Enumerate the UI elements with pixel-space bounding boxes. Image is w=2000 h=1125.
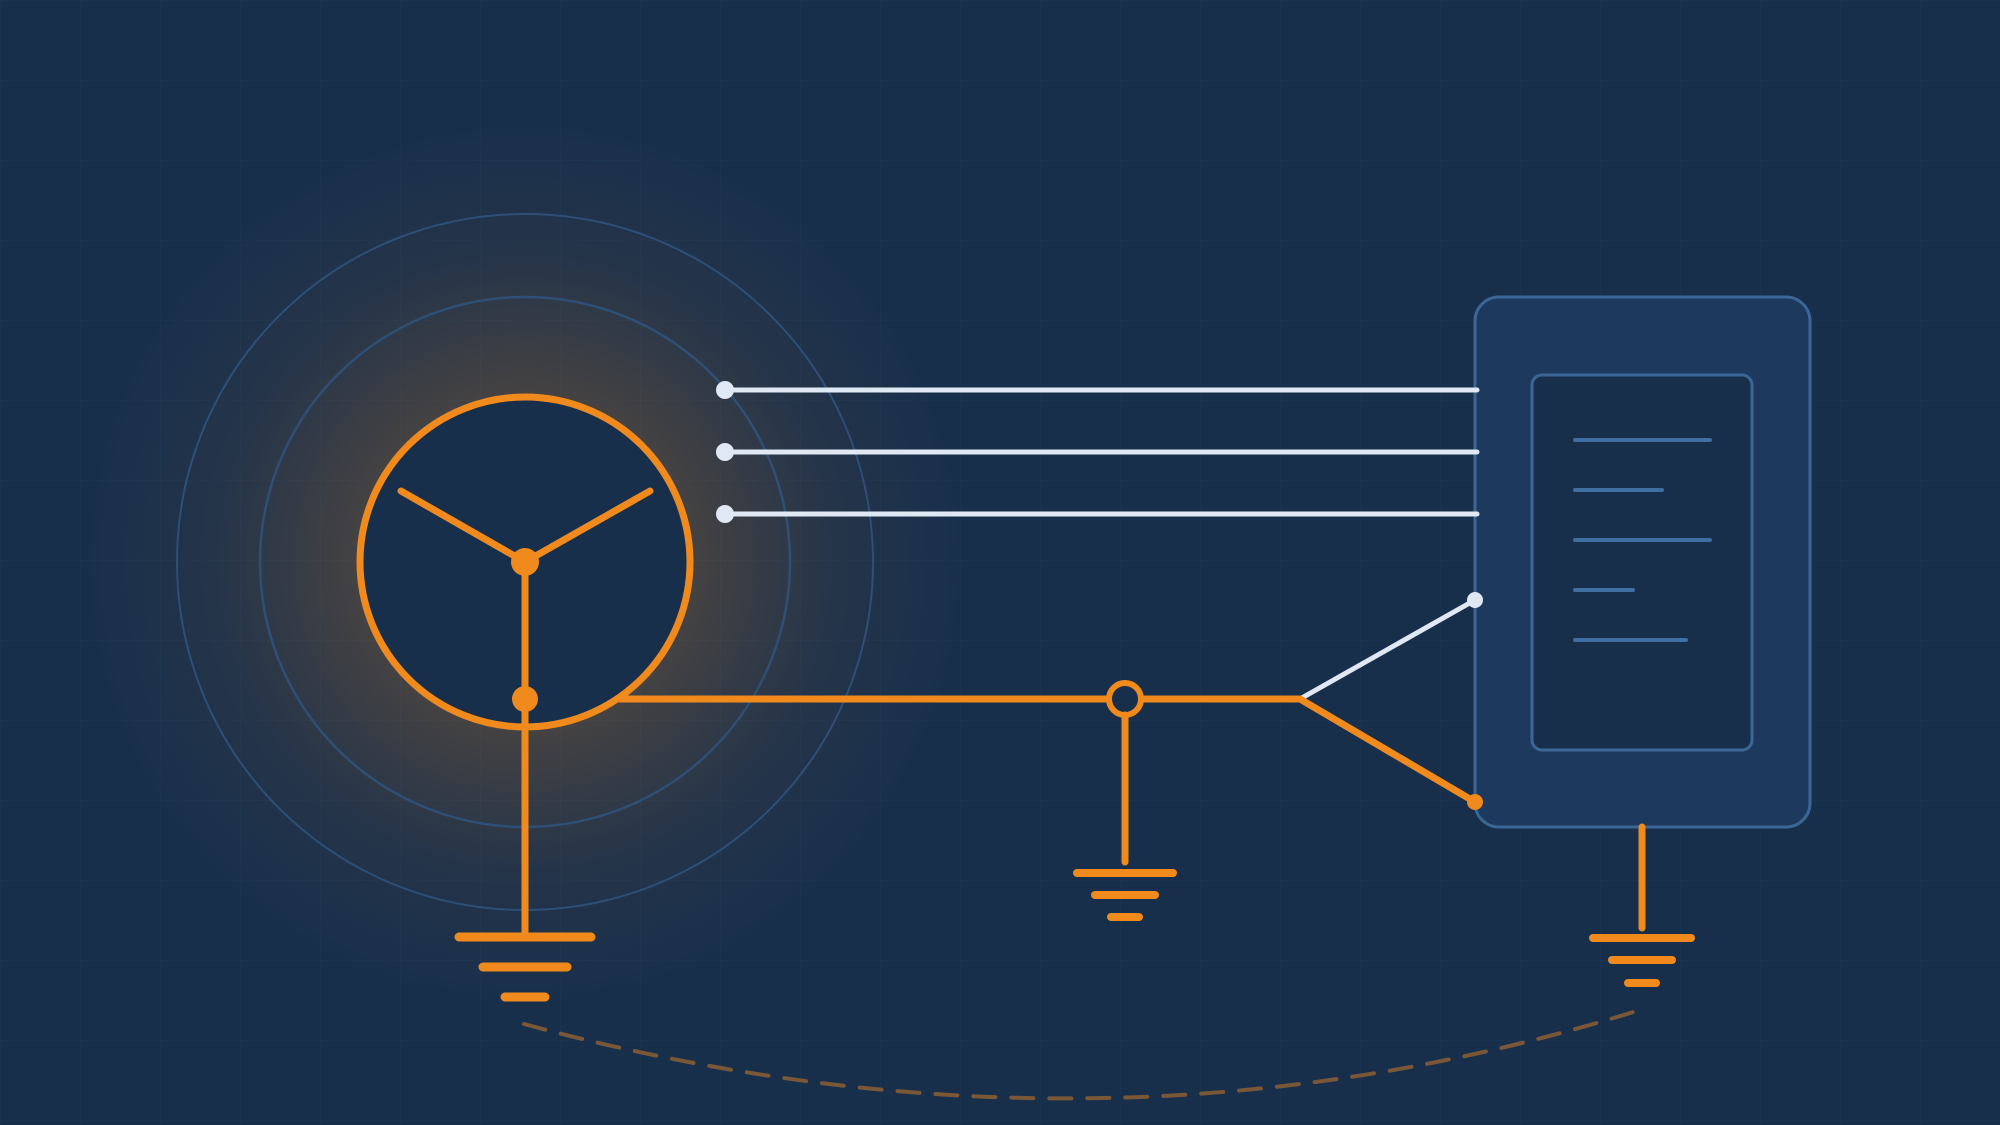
phase-terminal-l3 [716, 505, 734, 523]
panel-screen [1530, 373, 1754, 752]
earth-link-dashed [522, 1007, 1645, 1101]
neutral-conductor [608, 592, 1483, 810]
star-point-node [511, 548, 539, 576]
neutral-junction-node [512, 686, 538, 712]
panel-neutral-terminal [1467, 592, 1483, 608]
generator [356, 393, 694, 936]
split-protective-earth-branch [1296, 695, 1479, 806]
panel-earth-terminal [1467, 794, 1483, 810]
phase-conductors [716, 381, 1480, 523]
source-earth-symbol [454, 932, 596, 1002]
panel-earth-symbol [1589, 823, 1695, 987]
mid-earth-symbol [1073, 711, 1177, 921]
earth-connection-node [1106, 680, 1144, 718]
phase-terminal-l1 [716, 381, 734, 399]
split-neutral-branch [1297, 597, 1478, 702]
equipment-panel [1473, 295, 1812, 829]
star-arm-right [521, 487, 654, 566]
phase-terminal-l2 [716, 443, 734, 461]
star-arm-left [397, 487, 529, 566]
